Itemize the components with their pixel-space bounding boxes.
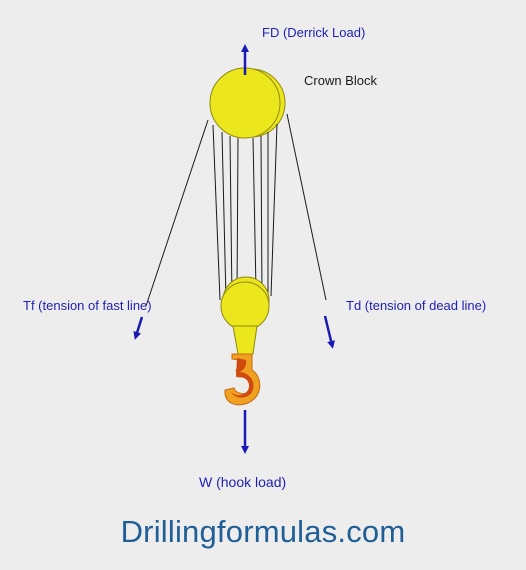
wire-line bbox=[236, 137, 239, 296]
wire-line bbox=[212, 124, 221, 301]
fast-line-arrow bbox=[133, 316, 144, 340]
fast-line-label: Tf (tension of fast line) bbox=[23, 298, 152, 313]
derrick-load-label: FD (Derrick Load) bbox=[262, 25, 366, 40]
wire-line bbox=[221, 131, 227, 301]
wire-line bbox=[252, 137, 257, 291]
wire-line bbox=[260, 135, 263, 301]
hook-shank bbox=[232, 325, 258, 355]
wire-line bbox=[229, 135, 233, 301]
fast-line bbox=[145, 119, 209, 307]
force-arrows bbox=[133, 44, 335, 454]
dead-line bbox=[286, 113, 327, 301]
wire-lines bbox=[145, 113, 327, 307]
travel-sheave-front bbox=[220, 281, 270, 331]
traveling-block bbox=[220, 276, 270, 355]
crown-block bbox=[209, 67, 286, 139]
crown-block-label: Crown Block bbox=[304, 73, 377, 88]
hook-load-label: W (hook load) bbox=[199, 474, 287, 490]
hook-icon bbox=[224, 353, 261, 406]
site-watermark: Drillingformulas.com bbox=[120, 514, 406, 549]
wire-line bbox=[270, 123, 278, 297]
dead-line-label: Td (tension of dead line) bbox=[346, 298, 487, 313]
dead-line-arrow bbox=[323, 315, 335, 349]
crown-sheave-front bbox=[209, 67, 281, 139]
